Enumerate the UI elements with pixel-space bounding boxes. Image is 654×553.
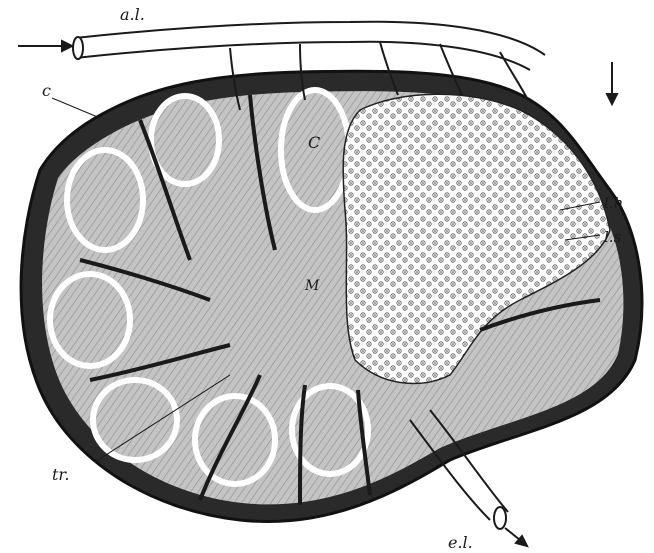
label-medulla: M — [304, 278, 320, 294]
label-afferent: a.l. — [120, 5, 145, 24]
label-hilum-region: l.h — [604, 194, 623, 212]
flow-arrow-right — [607, 62, 617, 104]
label-lymph-sinus: l.s — [604, 228, 622, 246]
label-trabecula: tr. — [52, 465, 69, 484]
label-cortex: C — [308, 133, 320, 152]
efferent-vessel-opening — [494, 507, 506, 529]
afferent-vessel-opening — [73, 37, 83, 59]
afferent-arrow — [18, 41, 72, 51]
efferent-arrow — [505, 528, 527, 546]
label-capsule: c — [42, 81, 51, 100]
label-efferent: e.l. — [448, 533, 473, 552]
